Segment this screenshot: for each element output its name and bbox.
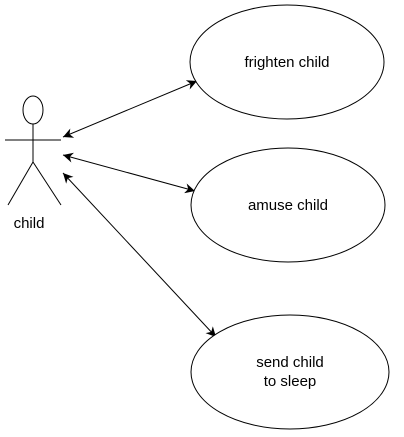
use-case-sleep: send child to sleep — [190, 314, 390, 430]
actor-label: child — [14, 215, 45, 232]
use-case-ellipse — [190, 147, 386, 263]
use-case-frighten: frighten child — [189, 4, 385, 120]
use-case-label: amuse child — [248, 197, 328, 214]
use-case-ellipse — [189, 4, 385, 120]
actor-head — [22, 95, 44, 125]
association-amuse — [62, 152, 196, 194]
actor-child: child — [5, 95, 62, 232]
use-case-amuse: amuse child — [190, 147, 386, 263]
associations — [62, 80, 217, 338]
association-sleep — [62, 172, 217, 338]
use-case-label-line-2: to sleep — [264, 373, 317, 390]
use-case-ellipse — [190, 314, 390, 430]
actor-right-leg — [32, 161, 62, 206]
actor-left-leg — [7, 161, 34, 206]
use-case-label: frighten child — [244, 54, 329, 71]
association-frighten — [62, 80, 198, 138]
use-case-label-line-1: send child — [256, 354, 324, 371]
